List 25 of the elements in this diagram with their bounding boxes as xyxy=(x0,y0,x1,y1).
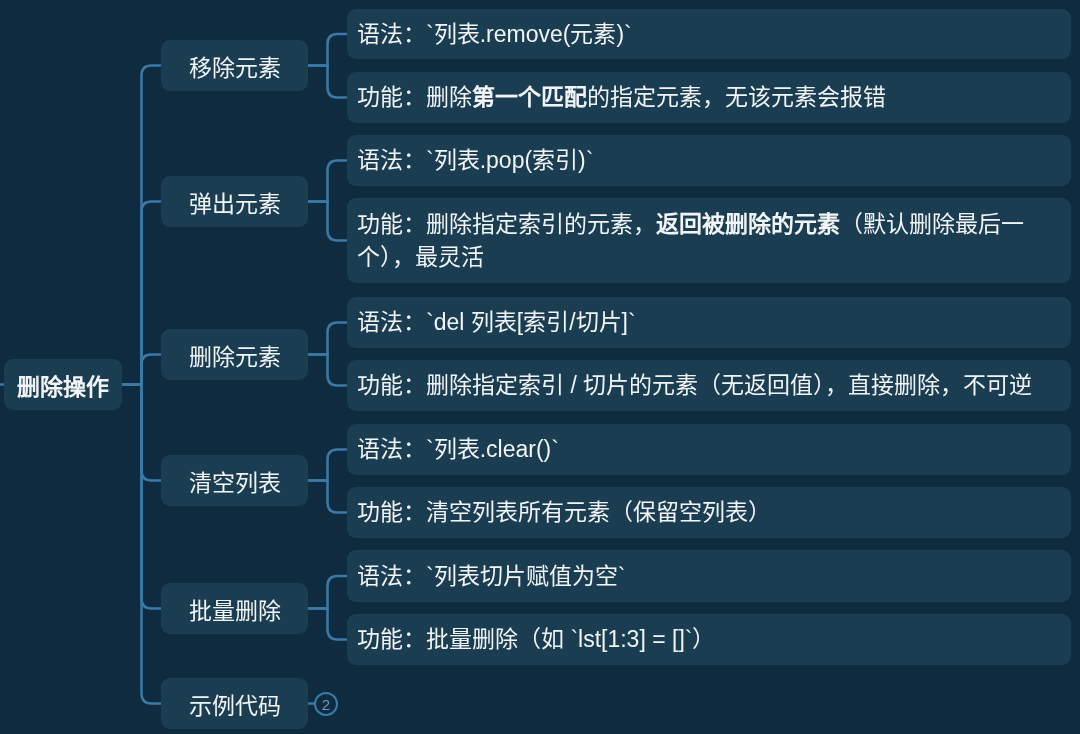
topic-box: 清空列表 xyxy=(161,455,308,506)
topic-box: 示例代码 xyxy=(161,678,308,729)
topic-box: 删除元素 xyxy=(161,329,308,380)
topic-box: 批量删除 xyxy=(161,583,308,634)
detail-box: 语法：`列表.pop(索引)` xyxy=(347,135,1071,186)
detail-box: 功能：清空列表所有元素（保留空列表） xyxy=(347,487,1071,538)
connector-line xyxy=(308,353,347,387)
root-topic-box: 删除操作 xyxy=(4,359,122,410)
connector-line xyxy=(308,607,347,641)
count-circle: 2 xyxy=(314,692,338,716)
connector-line xyxy=(0,383,4,386)
connector-line xyxy=(122,383,161,705)
detail-box: 功能：批量删除（如 `lst[1:3] = []`） xyxy=(347,614,1071,665)
detail-box: 语法：`del 列表[索引/切片]` xyxy=(347,297,1071,348)
connector-line xyxy=(308,64,347,99)
detail-box: 功能：删除指定索引的元素，返回被删除的元素（默认删除最后一个），最灵活 xyxy=(347,198,1071,283)
topic-box: 弹出元素 xyxy=(161,176,308,227)
detail-box: 功能：删除第一个匹配的指定元素，无该元素会报错 xyxy=(347,72,1071,123)
detail-box: 语法：`列表.clear()` xyxy=(347,424,1071,475)
topic-box: 移除元素 xyxy=(161,40,308,91)
detail-box: 语法：`列表切片赋值为空` xyxy=(347,550,1071,602)
connector-line xyxy=(308,200,347,242)
connector-line xyxy=(308,702,314,705)
detail-box: 功能：删除指定索引 / 切片的元素（无返回值），直接删除，不可逆 xyxy=(347,360,1071,411)
detail-box: 语法：`列表.remove(元素)` xyxy=(347,9,1071,59)
